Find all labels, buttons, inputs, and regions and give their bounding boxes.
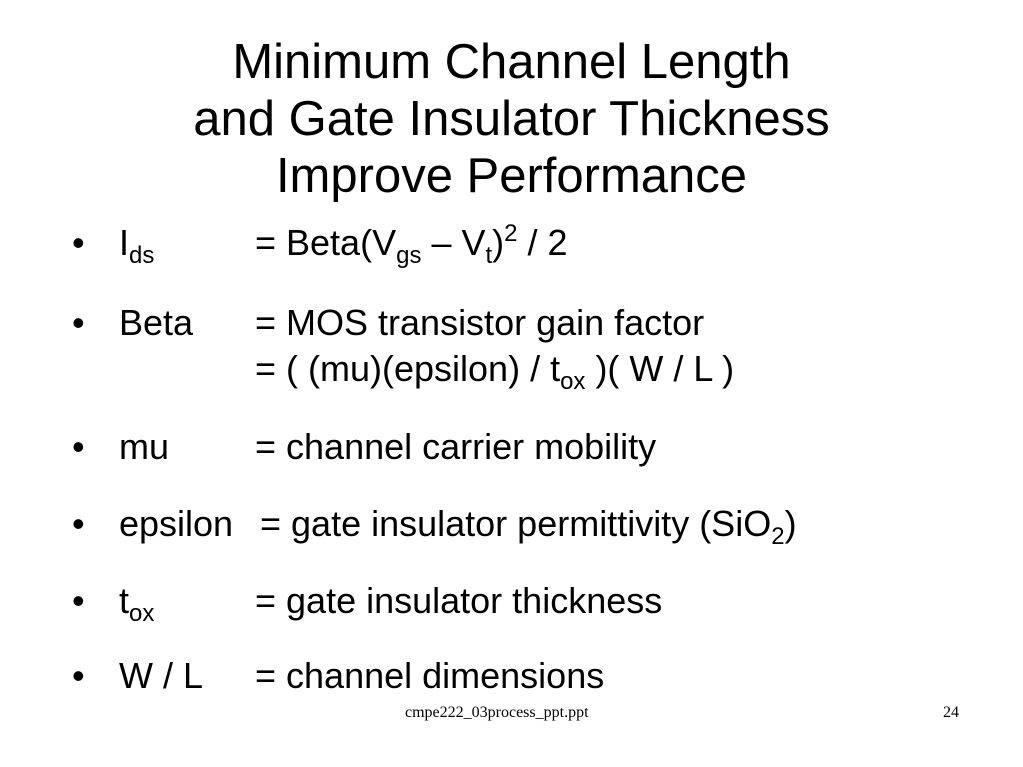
def-text-a: = gate insulator permittivity (SiO (260, 503, 772, 544)
title-line-3: Improve Performance (275, 149, 748, 203)
bullet-term: Ids (119, 222, 154, 268)
term-text: t (119, 580, 130, 621)
def-text-a: = Beta(V (255, 222, 397, 263)
bullet-marker: • (72, 580, 85, 621)
title-line-2: and Gate Insulator Thickness (193, 92, 830, 146)
term-text: I (119, 222, 130, 263)
bullet-definition: = channel dimensions (255, 655, 605, 696)
def-superscript: 2 (504, 220, 518, 247)
bullet-definition: = gate insulator thickness (255, 580, 663, 621)
bullet-definition: = Beta(Vgs – Vt)2 / 2 (255, 220, 568, 268)
slide-title: Minimum Channel Length and Gate Insulato… (0, 34, 1023, 205)
footer-filename: cmpe222_03process_ppt.ppt (405, 704, 589, 721)
bullet-marker: • (72, 426, 85, 467)
bullet-definition: = gate insulator permittivity (SiO2) (260, 503, 797, 549)
bullet-marker: • (72, 302, 85, 343)
bullet-term: W / L (119, 655, 204, 696)
bullet-definition: = MOS transistor gain factor (255, 302, 705, 343)
bullet-term: epsilon (119, 503, 234, 544)
def-subscript-b: t (485, 242, 493, 269)
bullet-definition: = channel carrier mobility (255, 426, 657, 467)
def-text-b: )( W / L ) (585, 348, 735, 389)
def-subscript: ox (560, 368, 586, 395)
bullet-marker: • (72, 655, 85, 696)
def-text-d: / 2 (517, 222, 568, 263)
def-text-a: = ( (mu)(epsilon) / t (255, 348, 561, 389)
bullet-term: tox (119, 580, 154, 626)
def-subscript-a: gs (396, 242, 422, 269)
def-text-b: ) (784, 503, 797, 544)
def-text-b: – V (421, 222, 486, 263)
bullet-term: Beta (119, 302, 194, 343)
def-text-c: ) (492, 222, 505, 263)
term-subscript: ds (129, 242, 155, 269)
bullet-term: mu (119, 426, 170, 467)
bullet-definition-continued: = ( (mu)(epsilon) / tox )( W / L ) (255, 348, 735, 394)
term-subscript: ox (129, 600, 155, 627)
page-number: 24 (943, 704, 959, 721)
title-line-1: Minimum Channel Length (232, 35, 791, 89)
bullet-marker: • (72, 503, 85, 544)
def-subscript: 2 (771, 523, 785, 550)
bullet-marker: • (72, 222, 85, 263)
